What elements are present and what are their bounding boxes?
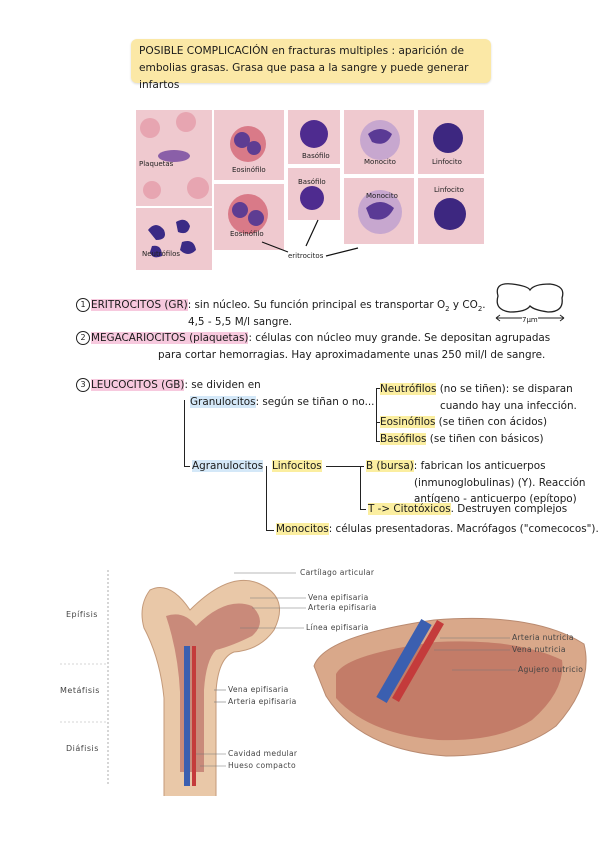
bone-scale-line <box>60 570 587 796</box>
neutrofilos-label: Neutrófilos <box>380 383 437 395</box>
monocitos-label: Monocitos <box>276 523 329 535</box>
tree-line <box>326 466 364 467</box>
label-linea-epifisaria: Línea epifisaria <box>306 623 369 632</box>
region-epifisis: Epífisis <box>66 610 98 619</box>
tree-line <box>376 441 380 442</box>
sticky-note: POSIBLE COMPLICACIÓN en fracturas multip… <box>131 39 491 91</box>
b-label: B (bursa) <box>366 460 414 472</box>
label-vena-epifisaria-2: Vena epifisaria <box>228 685 289 694</box>
t-label: Citotóxicos <box>393 503 451 515</box>
linfocitos-b-line: B (bursa): fabrican los anticuerpos <box>366 460 546 472</box>
label-arteria-nutricia: Arteria nutricia <box>512 633 574 642</box>
tile-eosinofilo-1 <box>214 110 284 180</box>
tile-monocito-1 <box>344 110 414 174</box>
label-eritrocitos: eritrocitos <box>288 252 324 260</box>
linfocitos-label: Linfocitos <box>272 460 322 472</box>
agranulocitos-label: Agranulocitos <box>192 460 264 472</box>
tile-linfocito-2 <box>418 178 484 244</box>
basofilos-line: Basófilos (se tiñen con básicos) <box>380 433 544 445</box>
tile-linfocito-1 <box>418 110 484 174</box>
blood-cells-figure: Plaquetas Eosinófilo Basófilo Monocito L… <box>136 110 484 270</box>
megacariocitos-text: : células con núcleo muy grande. Se depo… <box>248 332 551 344</box>
note-line-2: embolias grasas. Grasa que pasa a la san… <box>139 62 469 91</box>
erythrocyte-size: 7µm <box>522 316 538 324</box>
granulocitos-line: Granulocitos: según se tiñan o no... <box>190 396 375 408</box>
region-metafisis: Metáfisis <box>60 686 100 695</box>
tile-basofilo-1 <box>288 110 340 164</box>
tree-line <box>376 388 377 442</box>
label-linfocito-2: Linfocito <box>434 186 464 194</box>
label-basofilo-1: Basófilo <box>302 152 330 160</box>
region-diafisis: Diáfisis <box>66 744 99 753</box>
label-monocito-1: Monocito <box>364 158 396 166</box>
label-eosinofilo-2: Eosinófilo <box>230 230 264 238</box>
eritrocitos-text: : sin núcleo. Su función principal es tr… <box>187 299 446 311</box>
eritrocitos-title: ERITROCITOS (GR) <box>91 299 188 311</box>
tree-line <box>184 466 190 467</box>
label-cartilago: Cartílago articular <box>300 568 375 577</box>
label-hueso-compacto: Hueso compacto <box>228 761 296 770</box>
tile-monocito-2 <box>344 178 414 244</box>
basofilos-label: Basófilos <box>380 433 427 445</box>
label-neutrofilos: Neutrófilos <box>142 250 181 258</box>
number-badge: 3 <box>76 378 90 392</box>
label-basofilo-2: Basófilo <box>298 178 326 186</box>
neutrofilos-line: Neutrófilos (no se tiñen): se disparan <box>380 383 573 395</box>
label-vena-nutricia: Vena nutricia <box>512 645 566 654</box>
tree-line <box>184 400 185 466</box>
linfocitos-t-line: T -> Citotóxicos. Destruyen complejos <box>368 503 568 515</box>
eosinofilos-label: Eosinófilos <box>380 416 436 428</box>
number-badge: 2 <box>76 331 90 345</box>
label-linfocito-1: Linfocito <box>432 158 462 166</box>
tree-line <box>360 466 361 510</box>
leucocitos-title: LEUCOCITOS (GB) <box>91 379 185 391</box>
leucocitos-text: : se dividen en <box>184 379 261 391</box>
granulocitos-label: Granulocitos <box>190 396 256 408</box>
tile-neutrofilos <box>136 208 212 270</box>
label-cavidad-medular: Cavidad medular <box>228 749 298 758</box>
tile-eosinofilo-2 <box>214 184 284 250</box>
bone-figure: Epífisis Metáfisis Diáfisis Cartílago ar… <box>0 556 599 796</box>
tree-line <box>360 509 366 510</box>
monocitos-line: Monocitos: células presentadoras. Macróf… <box>276 523 599 535</box>
label-agujero-nutricio: Agujero nutricio <box>518 665 584 674</box>
label-vena-epifisaria-1: Vena epifisaria <box>308 593 369 602</box>
eritrocitos-line-2: 4,5 - 5,5 M/l sangre. <box>188 316 293 328</box>
tile-basofilo-2 <box>288 168 340 220</box>
label-monocito-2: Monocito <box>366 192 398 200</box>
label-arteria-epifisaria-1: Arteria epifisaria <box>308 603 377 612</box>
label-arteria-epifisaria-2: Arteria epifisaria <box>228 697 297 706</box>
tree-line <box>376 388 380 389</box>
tile-plaquetas <box>136 110 212 206</box>
label-plaquetas: Plaquetas <box>139 160 174 168</box>
linfocitos-b-line-3: antígeno - anticuerpo (epítopo) <box>414 493 577 505</box>
number-badge: 1 <box>76 298 90 312</box>
linfocitos-b-line-2: (inmunoglobulinas) (Y). Reacción <box>414 477 586 489</box>
neutrofilos-line-2: cuando hay una infección. <box>440 400 577 412</box>
megacariocitos-title: MEGACARIOCITOS (plaquetas) <box>91 332 249 344</box>
tree-line <box>376 422 380 423</box>
eosinofilos-line: Eosinófilos (se tiñen con ácidos) <box>380 416 548 428</box>
tree-line <box>266 466 267 530</box>
tree-line <box>266 530 274 531</box>
megacariocitos-line-2: para cortar hemorragias. Hay aproximadam… <box>158 349 546 361</box>
label-eosinofilo-1: Eosinófilo <box>232 166 266 174</box>
eritrocitos-arrows <box>261 219 359 257</box>
note-line-1: POSIBLE COMPLICACIÓN en fracturas multip… <box>139 45 464 57</box>
